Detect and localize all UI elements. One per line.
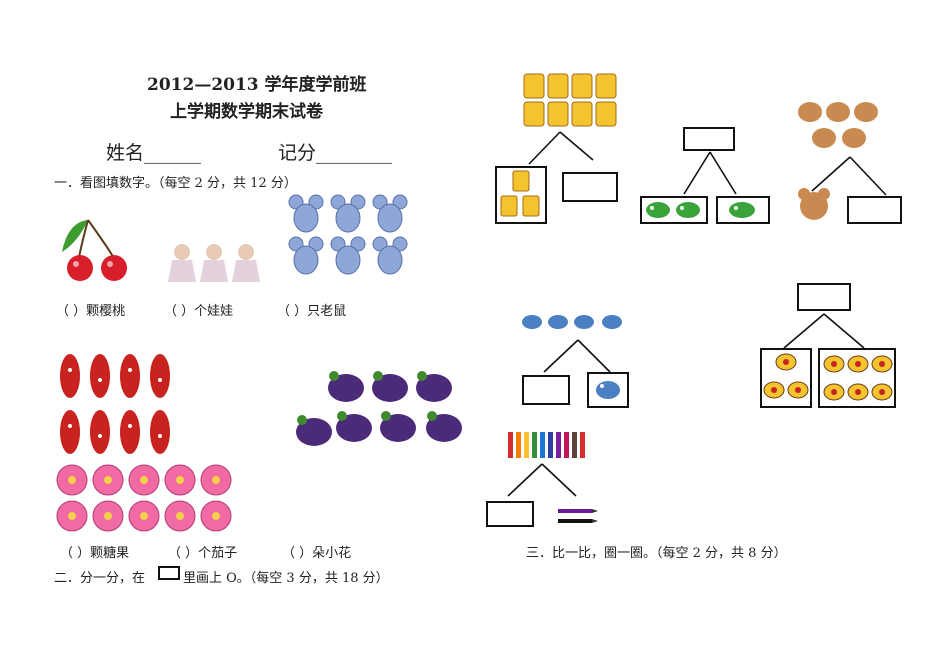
candy-icon [60,354,80,398]
candy-icon [150,354,170,398]
title-line-2: 上学期数学期末试卷 [170,102,323,122]
eggplant-icon [372,374,408,402]
eggplant-group [296,371,462,446]
caption-candy: （ ）颗糖果 [60,546,130,561]
giraffe-icon [547,101,569,127]
fish-icon [646,202,700,218]
bee-part-box-1 [760,348,812,408]
bee-part-box-2 [818,348,896,408]
eggplant-icon [380,414,416,442]
split-lines-bee [783,313,865,349]
giraffe-icon [595,73,617,99]
bee-icon [823,355,893,401]
doll-icon [200,244,228,282]
split-lines-bear [811,156,887,196]
giraffe-icon [571,101,593,127]
eggplant-icon [336,414,372,442]
answer-box-bird[interactable] [522,375,570,405]
answer-box-pencil[interactable] [486,501,534,527]
doll-group [168,244,260,282]
answer-box-fish-total[interactable] [683,127,735,151]
bird-icon [548,315,568,329]
giraffe-icon [523,101,545,127]
bear-group [798,102,878,148]
answer-box-giraffe[interactable] [562,172,618,202]
bird-icon [602,315,622,329]
split-lines-bird [543,339,611,373]
pencil-icon [508,432,585,458]
candy-icon [90,354,110,398]
cherry-icon [62,219,127,281]
doll-icon [168,244,196,282]
bird-part-box [587,372,629,408]
eggplant-icon [328,374,364,402]
caption-flower: （ ）朵小花 [282,546,352,561]
giraffe-icon [523,73,545,99]
pencil-icon [558,509,598,523]
bear-icon [854,102,878,122]
caption-cherry: （ ）颗樱桃 [56,304,126,319]
bird-icon [574,315,594,329]
candy-icon [120,410,140,454]
giraffe-icon [571,73,593,99]
mouse-icon [288,194,324,233]
split-lines-giraffe [528,131,594,165]
mouse-icon [372,236,408,275]
candy-group [60,354,170,454]
mouse-icon [330,236,366,275]
answer-box-bear[interactable] [847,196,902,224]
answer-box-bee-total[interactable] [797,283,851,311]
mouse-icon [288,236,324,275]
bird-group [522,315,622,329]
bear-icon [798,188,830,220]
bird-icon [596,381,620,399]
fish-part-box-1 [640,196,708,224]
split-lines-pencil [507,463,577,497]
bee-icon [763,353,809,399]
doll-icon [232,244,260,282]
giraffe-group [523,73,617,127]
candy-icon [120,354,140,398]
fish-icon [729,202,755,218]
section-2-heading-a: 二．分一分，在 [54,571,146,586]
bear-icon [798,102,822,122]
eggplant-icon [296,418,332,446]
section-2-heading-b: 里画上 O。（每空 3 分，共 18 分） [183,571,389,586]
giraffe-part-box[interactable] [495,166,547,224]
mouse-group [288,194,408,275]
bear-icon [826,102,850,122]
mouse-icon [330,194,366,233]
score-field[interactable]: 记分________ [278,142,393,164]
candy-icon [90,410,110,454]
split-lines-fish [683,151,737,195]
pencil-group [508,432,585,458]
bird-icon [522,315,542,329]
giraffe-icon [595,101,617,127]
name-field[interactable]: 姓名______ [106,142,202,164]
candy-icon [60,410,80,454]
section-1-heading: 一．看图填数字。（每空 2 分，共 12 分） [54,176,297,191]
giraffe-icon [500,170,540,217]
eggplant-icon [426,414,462,442]
caption-eggplant: （ ）个茄子 [168,546,238,561]
bear-icon [812,128,836,148]
title-line-1: 2012—2013 学年度学前班 [147,75,367,95]
mouse-icon [372,194,408,233]
bear-icon [842,128,866,148]
caption-doll: （ ）个娃娃 [164,304,234,319]
answer-box-sample [158,566,180,580]
fish-part-box-2 [716,196,770,224]
flower-group [56,464,232,532]
section-3-heading: 三．比一比，圈一圈。（每空 2 分，共 8 分） [526,546,787,561]
eggplant-icon [416,374,452,402]
caption-mouse: （ ）只老鼠 [277,304,347,319]
giraffe-icon [547,73,569,99]
candy-icon [150,410,170,454]
